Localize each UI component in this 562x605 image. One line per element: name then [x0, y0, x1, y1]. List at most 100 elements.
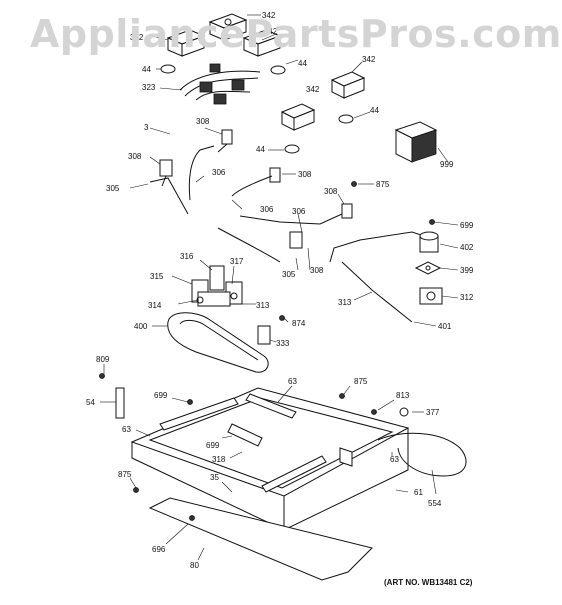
callout-400: 400	[134, 322, 148, 331]
callout-308: 308	[310, 266, 324, 275]
burner-cap-342-mid	[242, 29, 282, 57]
burner-cap-342-left	[166, 29, 206, 57]
valve-308-b	[159, 159, 173, 187]
screw-874	[279, 315, 285, 321]
callout-696: 696	[152, 545, 166, 554]
grommet-44-b	[270, 65, 286, 75]
callout-314: 314	[148, 301, 162, 310]
callout-323: 323	[142, 83, 156, 92]
callout-35: 35	[210, 473, 219, 482]
callout-308: 308	[298, 170, 312, 179]
callout-308: 308	[128, 152, 142, 161]
tube-305-a	[149, 177, 189, 215]
screw-699-b	[429, 219, 435, 225]
screw-875-b	[339, 393, 345, 399]
valve-308-c	[269, 167, 281, 183]
screw-809	[99, 373, 105, 379]
callout-3: 3	[144, 123, 149, 132]
callout-315: 315	[150, 272, 164, 281]
burner-tube-400	[167, 312, 269, 373]
wire-554	[377, 432, 467, 477]
callout-316: 316	[180, 252, 194, 261]
gasket-399	[414, 261, 442, 275]
callout-44: 44	[298, 59, 307, 68]
callout-318: 318	[212, 455, 226, 464]
screw-699-a	[187, 399, 193, 405]
callout-342: 342	[130, 33, 144, 42]
callout-305: 305	[282, 270, 296, 279]
callout-63: 63	[122, 425, 131, 434]
callout-306: 306	[212, 168, 226, 177]
callout-333: 333	[276, 339, 290, 348]
watermark: AppliancePartsPros.com	[30, 12, 562, 56]
callout-80: 80	[190, 561, 199, 570]
callout-554: 554	[428, 499, 442, 508]
callout-317: 317	[230, 257, 244, 266]
valve-bank	[191, 265, 243, 307]
callout-813: 813	[396, 391, 410, 400]
callout-809: 809	[96, 355, 110, 364]
callout-313: 313	[256, 301, 270, 310]
callout-399: 399	[460, 266, 474, 275]
screw-813	[371, 409, 377, 415]
art-number: (ART NO. WB13481 C2)	[384, 578, 473, 587]
manifold-tube	[329, 231, 425, 323]
callout-63: 63	[288, 377, 297, 386]
burner-cap-342-right	[330, 71, 366, 99]
cover-80	[148, 497, 373, 581]
callout-44: 44	[256, 145, 265, 154]
tube-306-b	[231, 175, 273, 197]
callout-44: 44	[370, 106, 379, 115]
callout-312: 312	[460, 293, 474, 302]
leader-lines	[100, 14, 459, 561]
callout-63: 63	[390, 455, 399, 464]
valve-308-a	[217, 129, 233, 153]
callout-313: 313	[338, 298, 352, 307]
callout-308: 308	[324, 187, 338, 196]
fitting-312	[419, 287, 443, 305]
callout-875: 875	[118, 470, 132, 479]
grommet-44-c	[338, 114, 354, 124]
callout-875: 875	[376, 180, 390, 189]
callout-306: 306	[292, 207, 306, 216]
grommet-44-a	[160, 64, 176, 74]
screw-875-a	[351, 181, 357, 187]
screw-696	[189, 515, 195, 521]
valve-308-e	[289, 231, 303, 249]
callout-308: 308	[196, 117, 210, 126]
callout-342: 342	[306, 85, 320, 94]
burner-cap-342-center	[280, 103, 316, 131]
callout-999: 999	[440, 160, 454, 169]
callout-342: 342	[262, 11, 276, 20]
tube-306-a	[188, 145, 215, 201]
tube-306-c	[239, 213, 343, 225]
kit-box-999	[394, 121, 438, 163]
callout-699: 699	[206, 441, 220, 450]
callout-342: 342	[264, 27, 278, 36]
callout-699: 699	[154, 391, 168, 400]
callout-61: 61	[414, 488, 423, 497]
chassis-63	[130, 387, 410, 497]
burner-cap-342-top	[208, 13, 248, 41]
wire-harness-323	[179, 63, 261, 105]
callout-342: 342	[362, 55, 376, 64]
callout-44: 44	[142, 65, 151, 74]
bracket-54	[115, 387, 125, 419]
callout-306: 306	[260, 205, 274, 214]
valve-308-d	[341, 203, 353, 219]
callout-labels: 342 342 342 342 342 44 44 44 44 323 3 30…	[86, 11, 474, 570]
callout-402: 402	[460, 243, 474, 252]
regulator-402	[419, 231, 439, 253]
callout-54: 54	[86, 398, 95, 407]
connector-377	[399, 407, 409, 417]
callout-875: 875	[354, 377, 368, 386]
callout-401: 401	[438, 322, 452, 331]
callout-377: 377	[426, 408, 440, 417]
bracket-333	[257, 325, 271, 345]
callout-305: 305	[106, 184, 120, 193]
screw-875-c	[133, 487, 139, 493]
callout-874: 874	[292, 319, 306, 328]
callout-699: 699	[460, 221, 474, 230]
